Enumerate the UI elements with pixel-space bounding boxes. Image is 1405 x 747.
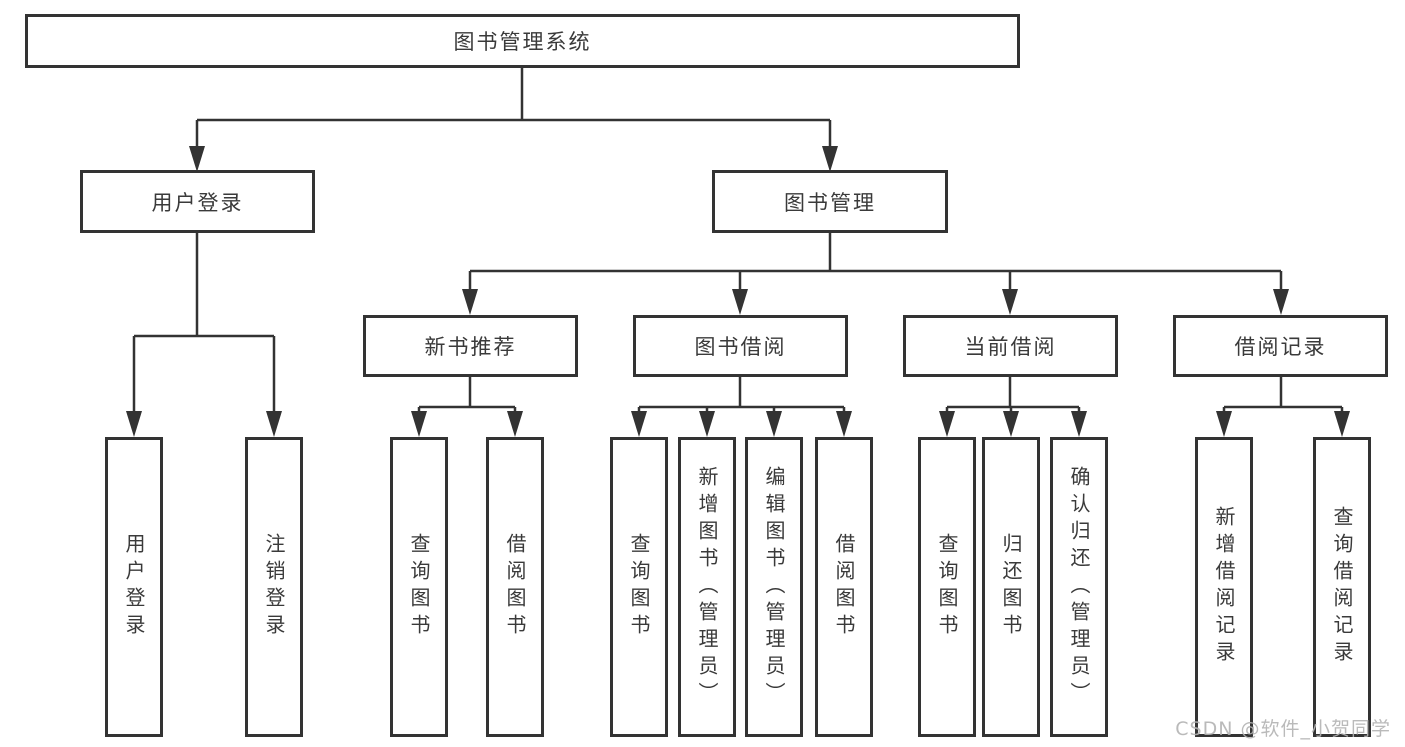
node-library-management-system: 图书管理系统 xyxy=(25,14,1020,68)
connector-borrow-record-to-leaves xyxy=(1222,377,1344,414)
arrowheads xyxy=(126,146,1350,437)
node-book-borrow: 图书借阅 xyxy=(633,315,848,377)
node-label: 借阅图书 xyxy=(503,533,527,641)
leaf-return-book: 归还图书 xyxy=(982,437,1040,737)
node-label: 查询借阅记录 xyxy=(1330,506,1354,668)
node-label: 新增图书（管理员） xyxy=(695,465,719,709)
leaf-logout: 注销登录 xyxy=(245,437,303,737)
node-label: 新增借阅记录 xyxy=(1212,506,1236,668)
node-new-book-recommend: 新书推荐 xyxy=(363,315,578,377)
node-label: 图书借阅 xyxy=(694,335,787,359)
connector-current-borrow-to-leaves xyxy=(945,377,1081,414)
node-current-borrow: 当前借阅 xyxy=(903,315,1118,377)
leaf-add-borrow-record: 新增借阅记录 xyxy=(1195,437,1253,737)
node-label: 借阅记录 xyxy=(1234,335,1327,359)
leaf-add-book-admin: 新增图书（管理员） xyxy=(678,437,736,737)
leaf-borrow-book: 借阅图书 xyxy=(486,437,544,737)
leaf-query-borrow-record: 查询借阅记录 xyxy=(1313,437,1371,737)
leaf-borrow-book: 借阅图书 xyxy=(815,437,873,737)
node-label: 当前借阅 xyxy=(964,335,1057,359)
node-label: 图书管理 xyxy=(784,190,876,215)
leaf-confirm-return-admin: 确认归还（管理员） xyxy=(1050,437,1108,737)
node-label: 归还图书 xyxy=(999,533,1023,641)
node-label: 确认归还（管理员） xyxy=(1067,465,1091,709)
connector-book-management-to-level3 xyxy=(468,233,1283,292)
node-label: 借阅图书 xyxy=(832,533,856,641)
node-book-management: 图书管理 xyxy=(712,170,948,233)
node-user-login: 用户登录 xyxy=(80,170,315,233)
leaf-edit-book-admin: 编辑图书（管理员） xyxy=(745,437,803,737)
node-label: 查询图书 xyxy=(627,533,651,641)
leaf-user-login: 用户登录 xyxy=(105,437,163,737)
node-label: 查询图书 xyxy=(935,533,959,641)
leaf-query-book: 查询图书 xyxy=(610,437,668,737)
node-label: 注销登录 xyxy=(262,533,286,641)
csdn-watermark: CSDN @软件_小贺同学 xyxy=(1175,718,1391,740)
node-label: 图书管理系统 xyxy=(453,30,592,54)
connector-root-to-level2 xyxy=(195,68,832,150)
node-label: 查询图书 xyxy=(407,533,431,641)
node-label: 新书推荐 xyxy=(424,335,517,359)
leaf-query-book: 查询图书 xyxy=(918,437,976,737)
connector-book-borrow-to-leaves xyxy=(637,377,846,414)
leaf-query-book: 查询图书 xyxy=(390,437,448,737)
node-borrow-record: 借阅记录 xyxy=(1173,315,1388,377)
connector-new-book-to-leaves xyxy=(417,377,517,414)
node-label: 用户登录 xyxy=(151,190,244,215)
connector-user-login-to-leaves xyxy=(132,233,276,414)
node-label: 用户登录 xyxy=(122,533,146,641)
connector-lines xyxy=(132,68,1344,414)
node-label: 编辑图书（管理员） xyxy=(762,465,786,709)
